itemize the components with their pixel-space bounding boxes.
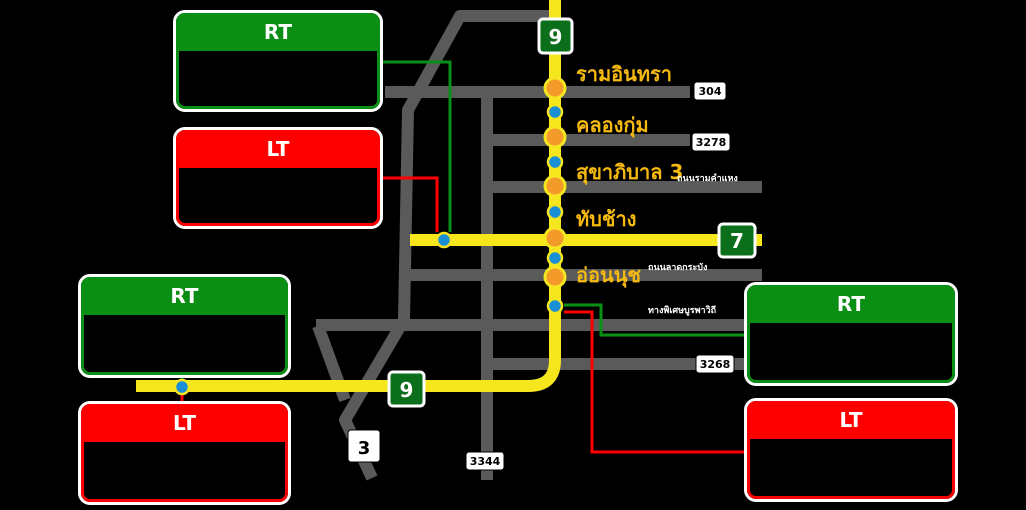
shield-3268-box [695,354,735,374]
junction-dot-lower-left [173,378,191,396]
shield-3: 3 [358,438,371,459]
panel-right-lt-body [747,439,955,499]
panel-left-lt-body [81,442,288,502]
panel-right-rt: RT [744,282,958,386]
station-label-3: สุขาภิบาล 3 [576,160,683,185]
route-9-main [136,0,561,392]
shield-3344-box [465,451,505,471]
connectors [180,60,752,454]
station-label-2: คลองกุ่ม [576,113,649,138]
station-label-1: รามอินทรา [576,62,672,86]
junction-dot [546,203,564,221]
panel-left-lt: LT [78,401,291,505]
station-marker-5 [543,265,567,289]
shield-3268: 3268 [700,358,731,371]
station-label-5: อ่อนนุช [576,263,641,288]
main-route [136,0,762,392]
panel-left-rt-body [81,315,288,375]
junction-dot [546,153,564,171]
panel-top-lt-label: LT [176,130,380,171]
station-marker-3 [543,174,567,198]
road-network [312,10,762,481]
panel-right-rt-body [747,323,955,383]
shield-3278-box [691,132,731,152]
shield-3-box [347,429,381,463]
small-shields: 304 3278 3268 3344 [465,81,735,471]
station-marker-4 [543,226,567,250]
station-labels: รามอินทรา คลองกุ่ม สุขาภิบาล 3 ทับช้าง อ… [576,62,683,288]
panel-top-rt: RT [173,10,383,112]
shield-3278: 3278 [696,136,727,149]
junction-dot [546,103,564,121]
shield-304-box [693,81,727,101]
panel-left-lt-label: LT [81,404,288,445]
shield-9-top-box [537,17,574,55]
junctions [173,103,564,396]
shield-3344: 3344 [470,455,501,468]
panel-top-rt-body [176,51,380,109]
road-labels: ถนนรามคำแหง ถนนลาดกระบัง ทางพิเศษบูรพาวิ… [648,173,738,316]
connector-top-rt [378,60,452,232]
stations [543,76,567,289]
shield-7: 7 [730,229,744,253]
road-label-phiset: ทางพิเศษบูรพาวิถี [648,305,716,316]
panel-left-rt: RT [78,274,291,378]
shield-9-top: 9 [549,25,563,49]
road-label-lat-krabang: ถนนลาดกระบัง [648,262,707,273]
connector-right-rt [564,303,752,337]
shield-7-box [717,222,757,259]
road-label-ramkhamhaeng: ถนนรามคำแหง [677,173,738,184]
green-shields: 9 7 9 [387,17,757,408]
connector-right-lt [564,310,752,454]
connector-top-lt [378,176,439,232]
shield-304: 304 [699,85,722,98]
panel-left-rt-label: RT [81,277,288,318]
shield-9-bottom-box [387,370,426,408]
panel-right-rt-label: RT [747,285,955,326]
station-marker-2 [543,125,567,149]
road-diagonal-left [339,10,550,481]
panel-top-rt-label: RT [176,13,380,54]
panel-top-lt: LT [173,127,383,229]
junction-dot-top-left [435,231,453,249]
shield-9-bottom: 9 [400,378,414,402]
station-marker-1 [543,76,567,100]
junction-dot [546,249,564,267]
junction-dot [546,297,564,315]
panel-right-lt: LT [744,398,958,502]
panel-top-lt-body [176,168,380,226]
station-label-4: ทับช้าง [576,207,636,231]
panel-right-lt-label: LT [747,401,955,442]
